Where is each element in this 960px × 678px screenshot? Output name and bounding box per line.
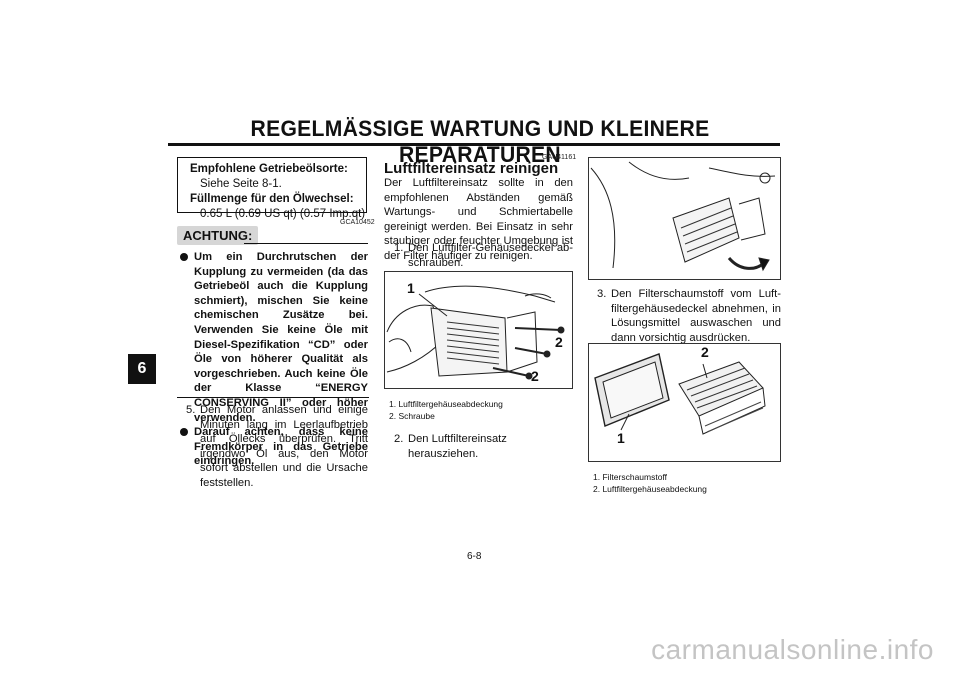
figure-caption: 1. Filterschaumstoff 2. Luftfiltergehäus… (593, 471, 707, 495)
step-2: 2. Den Luftfiltereinsatz herausziehen. (394, 432, 573, 461)
callout-2: 2 (555, 334, 563, 350)
step-5: 5. Den Motor anlassen und einige Minu­te… (186, 403, 368, 491)
caution-end-rule (177, 397, 369, 399)
step-number: 2. (394, 433, 404, 445)
section-heading: Luftfiltereinsatz reinigen (384, 160, 559, 177)
oil-spec-label-1: Empfohlene Getriebeölsorte: (190, 163, 348, 175)
callout-2: 2 (701, 344, 709, 360)
step-number: 1. (394, 242, 404, 254)
section-code: GAU41161 (542, 154, 577, 161)
step-text: Den Filterschaumstoff vom Luft­filtergeh… (611, 288, 781, 344)
step-1: 1. Den Luftfilter-Gehäusedeckel ab­schra… (394, 241, 573, 270)
filter-foam-illustration (594, 353, 766, 435)
caption-line: 2. Schraube (389, 411, 435, 421)
page-title: REGELMÄSSIGE WARTUNG UND KLEINERE REPARA… (250, 116, 710, 167)
caution-item: Darauf achten, dass keine Fremd­körper i… (180, 425, 368, 469)
oil-spec-box: Empfohlene Getriebeölsorte: Siehe Seite … (177, 157, 367, 220)
callout-1: 1 (407, 280, 415, 296)
oil-spec-value-1: Siehe Seite 8-1. (200, 178, 282, 190)
page-number: 6-8 (467, 551, 482, 562)
oil-spec-value-2: 0.65 L (0.69 US qt) (0.57 Imp.qt) (200, 208, 366, 220)
caution-rule (244, 243, 368, 245)
step-number: 3. (597, 288, 607, 300)
chapter-tab: 6 (128, 354, 156, 384)
caution-item-text: Um ein Durchrutschen der Kupp­lung zu ve… (194, 251, 368, 424)
header-rule (168, 143, 780, 146)
step-number: 5. (186, 404, 196, 416)
bullet-icon (180, 428, 188, 437)
oil-spec-label-2: Füllmenge für den Ölwechsel: (190, 193, 354, 205)
step-3: 3. Den Filterschaumstoff vom Luft­filter… (597, 287, 781, 345)
step-text: Den Luftfilter-Gehäusedeckel ab­schraube… (408, 242, 573, 269)
watermark: carmanualsonline.info (651, 634, 934, 665)
caption-line: 1. Filterschaumstoff (593, 472, 668, 482)
caption-line: 1. Luftfiltergehäuseabdeckung (389, 399, 503, 409)
caution-code: GCA10452 (340, 219, 375, 226)
step-text: Den Motor anlassen und einige Minu­ten l… (200, 404, 368, 489)
figure-filter-removal (588, 157, 781, 280)
caution-label: ACHTUNG: (177, 226, 259, 245)
figure-filter-foam: 2 1 (588, 343, 781, 462)
step-text: Den Luftfiltereinsatz herausziehen. (408, 433, 507, 460)
caution-list: Um ein Durchrutschen der Kupp­lung zu ve… (180, 250, 368, 469)
caution-header: ACHTUNG: (177, 226, 369, 245)
section-intro: Der Luftfiltereinsatz sollte in den empf… (384, 177, 573, 262)
filter-removal-illustration (590, 161, 776, 272)
bullet-icon (180, 253, 188, 261)
callout-1: 1 (617, 430, 625, 446)
callout-2: 2 (531, 368, 539, 384)
figure-airbox-cover: 1 2 2 (384, 271, 573, 389)
caution-item-text: Darauf achten, dass keine Fremd­körper i… (194, 426, 368, 468)
caution-item: Um ein Durchrutschen der Kupp­lung zu ve… (180, 250, 368, 425)
caption-line: 2. Luftfiltergehäuseabdeckung (593, 484, 707, 494)
airbox-cover-illustration (386, 285, 565, 380)
figure-caption: 1. Luftfiltergehäuseabdeckung 2. Schraub… (389, 398, 503, 422)
